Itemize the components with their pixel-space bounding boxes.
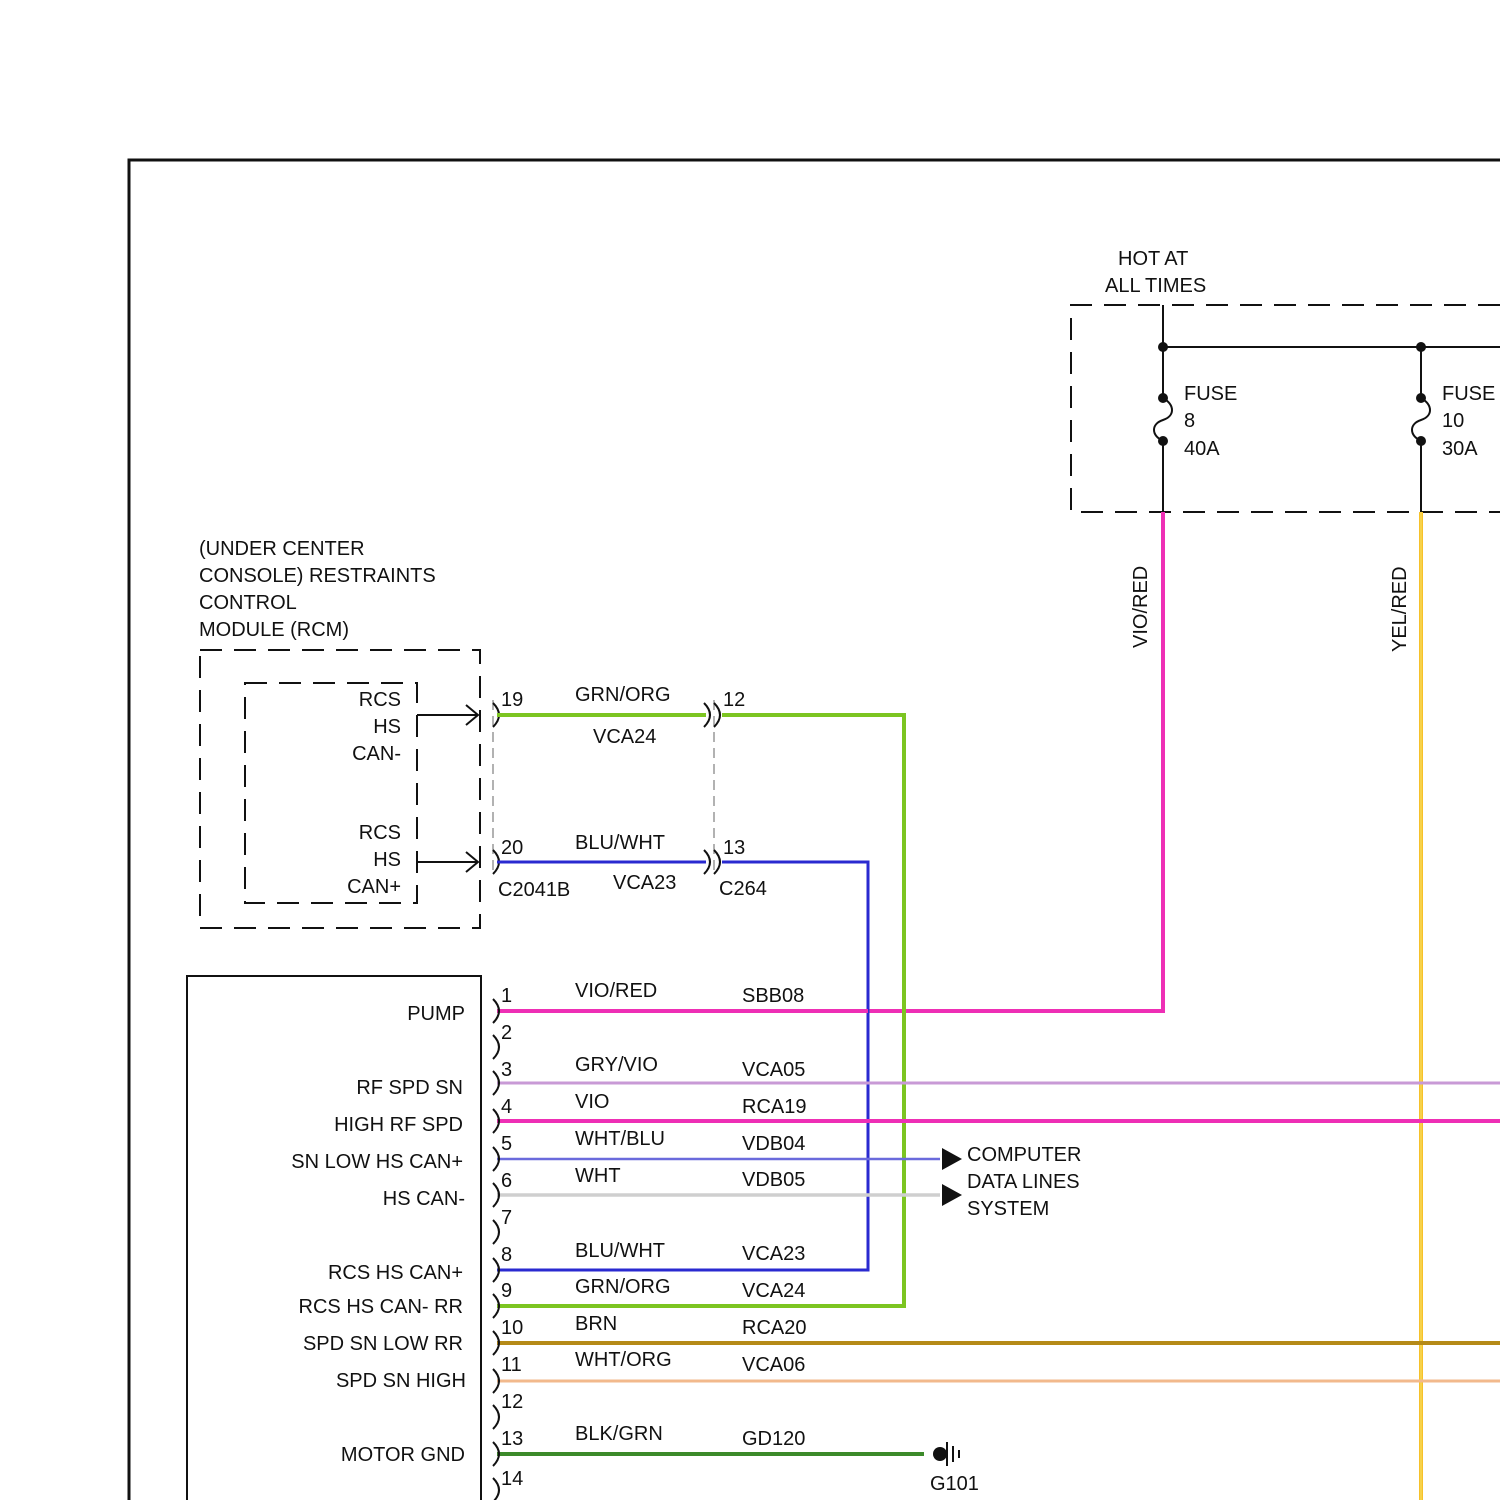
module-pin-4-circuit: RCA19 — [742, 1096, 806, 1118]
module-pin-4-number: 4 — [501, 1096, 512, 1118]
power-source-label-line1: HOT AT — [1118, 248, 1188, 270]
module-pin-3-number: 3 — [501, 1059, 512, 1081]
module-pin-8-circuit: VCA23 — [742, 1243, 805, 1265]
module-pin-8-number: 8 — [501, 1244, 512, 1266]
rcm-label-line2: CONSOLE) RESTRAINTS — [199, 565, 436, 587]
connector-c2041b-label: C2041B — [498, 879, 570, 901]
svg-text:RCS: RCS — [359, 822, 401, 844]
rcm-arrow-can-minus — [417, 705, 478, 725]
module-pin-5-label: SN LOW HS CAN+ — [291, 1151, 463, 1173]
power-source-label-line2: ALL TIMES — [1105, 275, 1206, 297]
fuse-8-name: FUSE — [1184, 383, 1237, 405]
wire-blu-wht-color-code: BLU/WHT — [575, 832, 665, 854]
destination-line3: SYSTEM — [967, 1198, 1049, 1220]
fuse-8-number: 8 — [1184, 410, 1195, 432]
rcm-pin-can-plus: RCS HS CAN+ — [347, 822, 401, 898]
ground-label: G101 — [930, 1473, 979, 1495]
svg-text:CAN+: CAN+ — [347, 876, 401, 898]
module-pin-10-circuit: RCA20 — [742, 1317, 806, 1339]
wire-vio-red-vertical-label: VIO/RED — [1130, 566, 1152, 648]
svg-text:CAN-: CAN- — [352, 743, 401, 765]
module-pin-6-color-code: WHT — [575, 1165, 621, 1187]
module-pin-6-circuit: VDB05 — [742, 1169, 805, 1191]
module-pin-8-color-code: BLU/WHT — [575, 1240, 665, 1262]
module-pin-13-number: 13 — [501, 1428, 523, 1450]
module-pin-11-number: 11 — [501, 1354, 522, 1376]
module-pin-2-number: 2 — [501, 1022, 512, 1044]
rcm-label-line3: CONTROL — [199, 592, 297, 614]
module-pin-13-label: MOTOR GND — [341, 1444, 465, 1466]
module-pin-12-number: 12 — [501, 1391, 523, 1413]
module-pin-11-circuit: VCA06 — [742, 1354, 805, 1376]
module-pin-7-number: 7 — [501, 1207, 512, 1229]
module-pin-10-number: 10 — [501, 1317, 523, 1339]
module-pin-13-color-code: BLK/GRN — [575, 1423, 663, 1445]
fuse-10-name: FUSE — [1442, 383, 1495, 405]
fuse-8-rating: 40A — [1184, 438, 1220, 460]
module-pin-13-circuit: GD120 — [742, 1428, 805, 1450]
module-pin-5-circuit: VDB04 — [742, 1133, 805, 1155]
module-pin-9-label: RCS HS CAN- RR — [299, 1296, 463, 1318]
fuse-10: FUSE 10 30A — [1412, 342, 1495, 512]
fuse-box-outline — [1071, 305, 1500, 512]
connector-c264-label: C264 — [719, 878, 767, 900]
module-pin-9-number: 9 — [501, 1280, 512, 1302]
module-pin-4-color-code: VIO — [575, 1091, 609, 1113]
svg-text:HS: HS — [373, 716, 401, 738]
arrow-to-data-lines-pin-5 — [942, 1148, 962, 1170]
module-pin-brackets — [493, 999, 499, 1500]
module-pin-1-color-code: VIO/RED — [575, 980, 657, 1002]
ground-symbol-icon — [933, 1442, 959, 1466]
pin-12-label: 12 — [723, 689, 745, 711]
wire-blu-wht-circuit: VCA23 — [613, 872, 676, 894]
module-pin-8-label: RCS HS CAN+ — [328, 1262, 463, 1284]
module-pin-6-label: HS CAN- — [383, 1188, 465, 1210]
module-pin-14-number: 14 — [501, 1468, 523, 1490]
pin-13-label: 13 — [723, 837, 745, 859]
wire-grn-org-circuit: VCA24 — [593, 726, 656, 748]
module-pin-9-color-code: GRN/ORG — [575, 1276, 671, 1298]
module-pin-1-circuit: SBB08 — [742, 985, 804, 1007]
connector-c264-pin-12 — [704, 703, 720, 727]
module-pin-5-color-code: WHT/BLU — [575, 1128, 665, 1150]
svg-text:RCS: RCS — [359, 689, 401, 711]
module-pin-3-label: RF SPD SN — [356, 1077, 463, 1099]
rcm-label-line4: MODULE (RCM) — [199, 619, 349, 641]
module-outline — [187, 976, 481, 1500]
module-pin-1-label: PUMP — [407, 1003, 465, 1025]
rcm-arrow-can-plus — [417, 852, 478, 872]
pin-19-label: 19 — [501, 689, 523, 711]
fuse-8: FUSE 8 40A — [1154, 342, 1237, 512]
svg-text:HS: HS — [373, 849, 401, 871]
module-pin-11-color-code: WHT/ORG — [575, 1349, 672, 1371]
module-pin-3-color-code: GRY/VIO — [575, 1054, 658, 1076]
module-pin-5-number: 5 — [501, 1133, 512, 1155]
destination-line1: COMPUTER — [967, 1144, 1081, 1166]
wire-grn-org-color-code: GRN/ORG — [575, 684, 671, 706]
fuse-10-number: 10 — [1442, 410, 1464, 432]
module-pin-6-number: 6 — [501, 1170, 512, 1192]
rcm-pin-can-minus: RCS HS CAN- — [352, 689, 401, 765]
module-pin-1-number: 1 — [501, 985, 512, 1007]
rcm-label-line1: (UNDER CENTER — [199, 538, 365, 560]
wire-blu-wht-run — [497, 862, 868, 1270]
fuse-10-rating: 30A — [1442, 438, 1478, 460]
module-pin-4-label: HIGH RF SPD — [334, 1114, 463, 1136]
arrow-to-data-lines-pin-6 — [942, 1184, 962, 1206]
wire-yel-red-vertical-label: YEL/RED — [1389, 566, 1411, 652]
module-pin-11-label: SPD SN HIGH — [336, 1370, 466, 1392]
connector-c264-pin-13 — [704, 850, 720, 874]
module-pin-10-color-code: BRN — [575, 1313, 617, 1335]
module-pin-3-circuit: VCA05 — [742, 1059, 805, 1081]
module-pin-10-label: SPD SN LOW RR — [303, 1333, 463, 1355]
rcm-outer-outline — [200, 650, 480, 928]
wire-vio-red-vertical — [868, 512, 1163, 1011]
pin-20-label: 20 — [501, 837, 523, 859]
destination-line2: DATA LINES — [967, 1171, 1080, 1193]
module-pin-9-circuit: VCA24 — [742, 1280, 805, 1302]
